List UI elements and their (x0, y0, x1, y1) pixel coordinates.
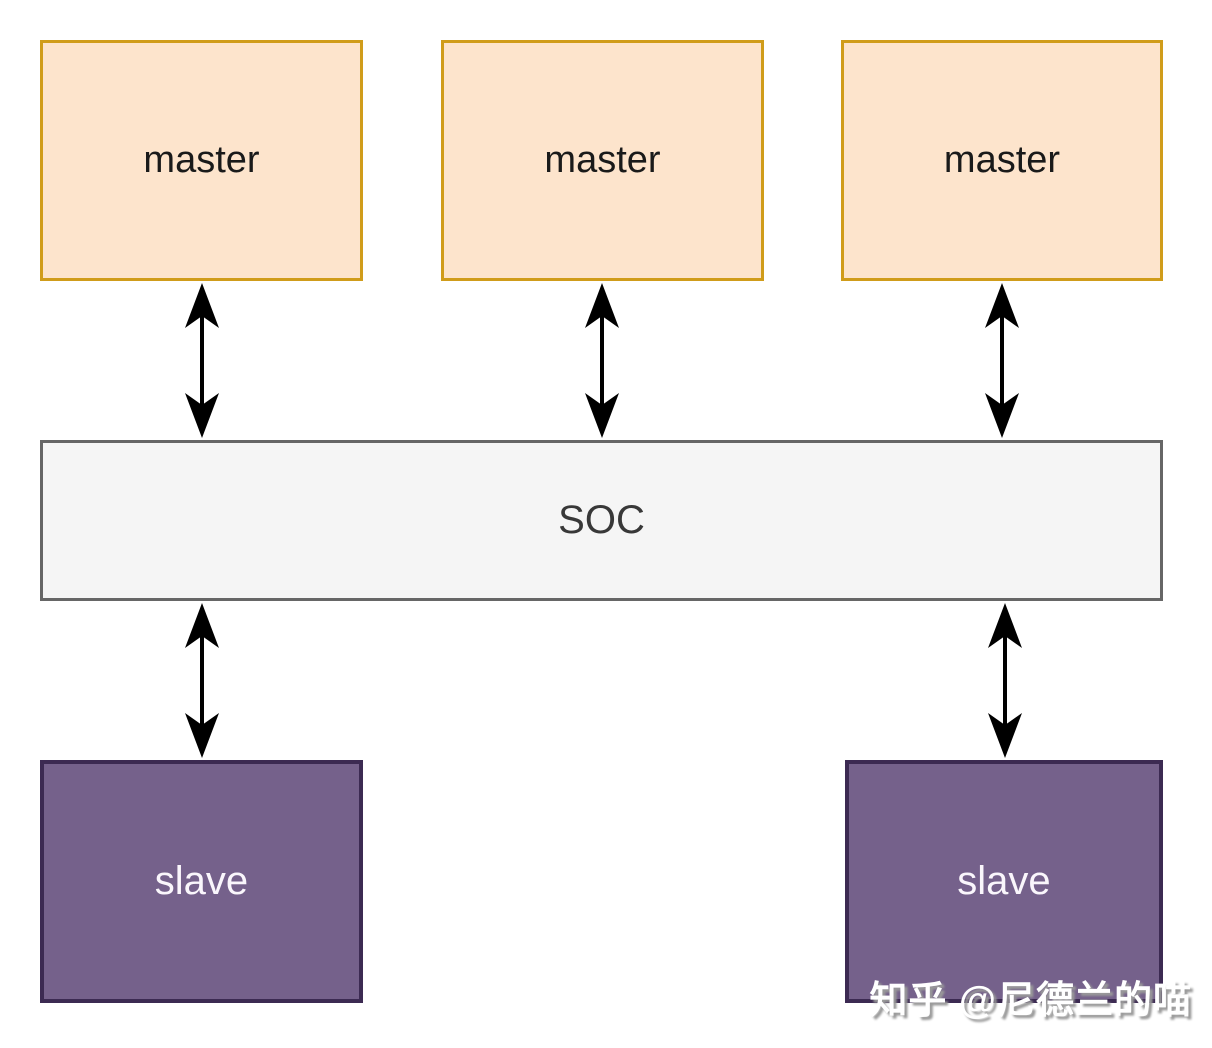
bidirectional-arrow-soc-slave2 (988, 603, 1022, 758)
soc-bus-label: SOC (558, 498, 645, 542)
master-box-2-label: master (544, 139, 661, 181)
master-box-1-label: master (143, 139, 260, 181)
master-box-2: master (441, 40, 764, 281)
master-box-1: master (40, 40, 363, 281)
bidirectional-arrow-master2-soc (585, 283, 619, 438)
slave-box-2-label: slave (957, 859, 1051, 903)
master-box-3: master (841, 40, 1163, 281)
bidirectional-arrow-master3-soc (985, 283, 1019, 438)
slave-box-2: slave (845, 760, 1163, 1003)
slave-box-1: slave (40, 760, 363, 1003)
soc-bus-box: SOC (40, 440, 1163, 601)
zhihu-watermark: 知乎 @尼德兰的喵 (869, 980, 1192, 1022)
master-box-3-label: master (943, 139, 1061, 181)
bidirectional-arrow-master1-soc (185, 283, 219, 438)
slave-box-1-label: slave (154, 859, 249, 903)
bidirectional-arrow-soc-slave1 (185, 603, 219, 758)
